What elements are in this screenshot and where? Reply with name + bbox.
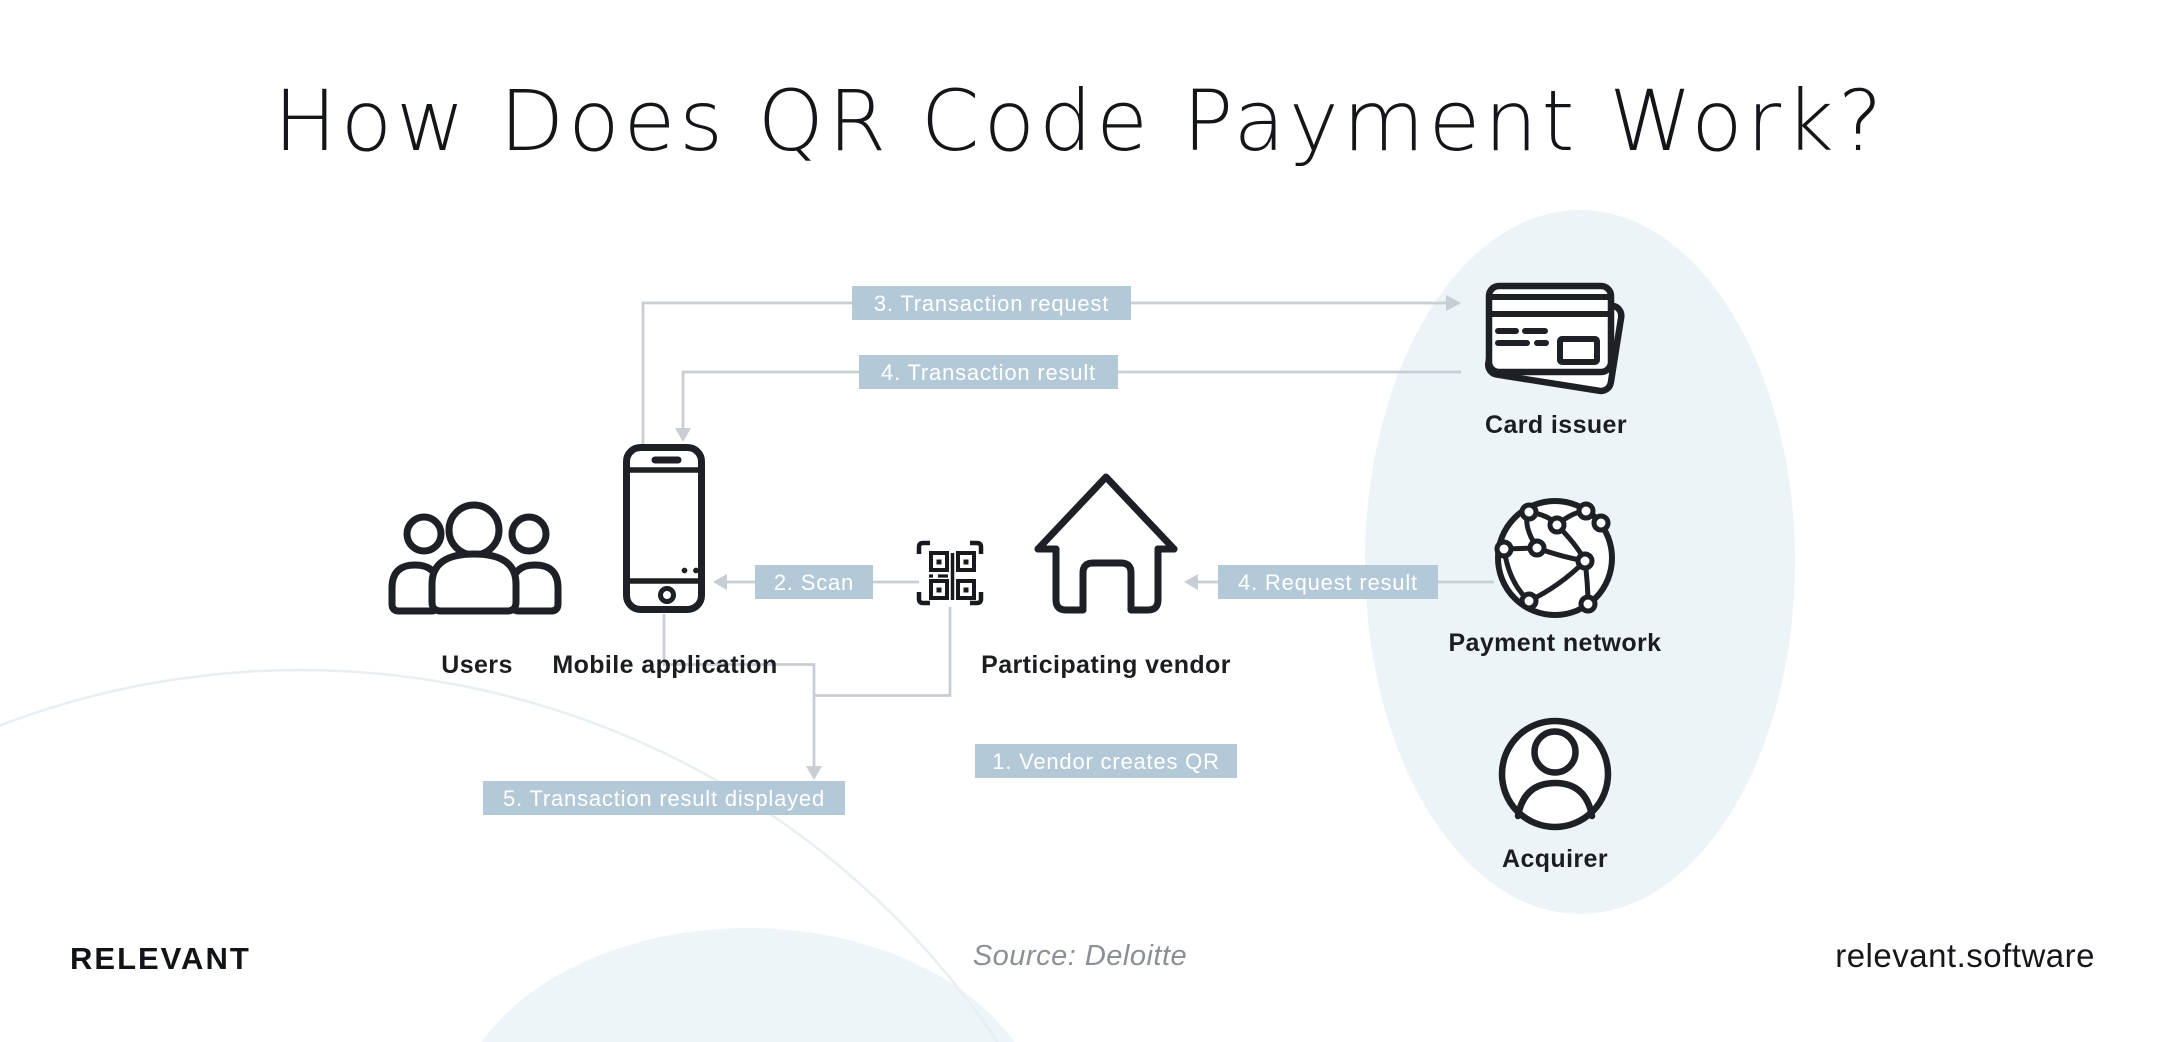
step-badge-scan: 2. Scan xyxy=(755,565,873,599)
network-globe-icon xyxy=(1494,498,1615,618)
qr-code-scan-icon xyxy=(916,540,984,606)
mobile-application-label: Mobile application xyxy=(552,651,778,679)
step-badge-vendor-creates-qr: 1. Vendor creates QR xyxy=(975,744,1237,778)
users-label: Users xyxy=(441,651,513,679)
house-icon xyxy=(1034,473,1178,614)
step-badge-transaction-result-displayed: 5. Transaction result displayed xyxy=(483,781,845,815)
acquirer-label: Acquirer xyxy=(1501,845,1608,873)
arrow-step-4-result xyxy=(675,370,1461,442)
step-badge-transaction-request: 3. Transaction request xyxy=(852,286,1131,320)
source-credit: Source: Deloitte xyxy=(972,940,1188,972)
step-badge-request-result: 4. Request result xyxy=(1218,565,1438,599)
arrow-step-5 xyxy=(662,607,952,780)
page-title: How Does QR Code Payment Work? xyxy=(273,72,1887,170)
card-issuer-label: Card issuer xyxy=(1485,411,1627,439)
participating-vendor-label: Participating vendor xyxy=(981,651,1231,679)
website-link[interactable]: relevant.software xyxy=(1835,937,2095,974)
brand-logo: RELEVANT xyxy=(70,941,251,976)
payment-network-label: Payment network xyxy=(1448,629,1662,657)
step-badge-transaction-result: 4. Transaction result xyxy=(859,355,1118,389)
person-circle-icon xyxy=(1498,717,1612,831)
users-group-icon xyxy=(388,501,562,615)
credit-cards-icon xyxy=(1484,282,1625,395)
smartphone-icon xyxy=(623,444,705,613)
arrow-step-3 xyxy=(641,295,1461,445)
